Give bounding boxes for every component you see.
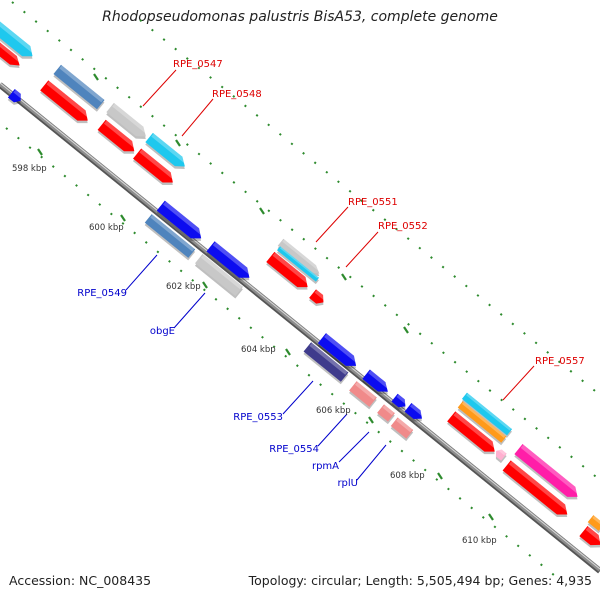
gene-blue-3 — [317, 333, 360, 369]
major-tick — [403, 326, 409, 334]
label-rpe-0552-leader — [345, 231, 379, 268]
major-tick — [93, 73, 99, 81]
major-tick — [175, 139, 181, 147]
gene-cyan-top — [0, 14, 36, 59]
gene-blue-small — [7, 88, 24, 105]
scale-label: 608 kbp — [390, 471, 425, 481]
label-rpe-0557-leader — [502, 365, 535, 401]
major-tick — [120, 214, 126, 222]
label-rpe-0549: RPE_0549 — [77, 288, 127, 299]
gene-rpe-0557 — [461, 392, 513, 438]
label-rpe-0554-leader — [317, 413, 348, 447]
label-rpe-0557: RPE_0557 — [535, 356, 585, 367]
label-obge: obgE — [150, 326, 175, 337]
gene-label-callouts: RPE_0547RPE_0548RPE_0551RPE_0552RPE_0557… — [77, 59, 585, 489]
scale-label: 604 kbp — [241, 345, 276, 355]
gene-blue-2 — [206, 241, 253, 281]
label-rpma-leader — [338, 431, 370, 463]
gene-cyan-mid — [276, 246, 320, 285]
gene-red-top — [0, 42, 23, 68]
scale-label: 610 kbp — [462, 536, 497, 546]
gene-rpe-0554 — [349, 381, 377, 410]
label-rpe-0553-leader — [282, 380, 314, 415]
tick-row-inner — [5, 127, 561, 581]
genome-summary-text: Topology: circular; Length: 5,505,494 bp… — [248, 573, 592, 588]
label-obge-leader — [173, 292, 206, 329]
label-rplu-leader — [356, 444, 387, 481]
gene-blue-6 — [404, 403, 425, 422]
major-tick — [488, 513, 494, 521]
scale-label: 598 kbp — [12, 164, 47, 174]
major-tick — [368, 416, 374, 424]
gene-rplu — [390, 417, 414, 442]
scale-label: 602 kbp — [166, 282, 201, 292]
major-tick — [437, 472, 443, 480]
gene-steelblue-1 — [53, 64, 105, 112]
label-rpe-0547: RPE_0547 — [173, 59, 223, 70]
scale-label: 600 kbp — [89, 223, 124, 233]
major-tick — [259, 207, 265, 215]
gene-blue-5 — [391, 393, 408, 410]
gene-rpe-0551 — [277, 238, 322, 277]
major-tick — [37, 148, 43, 156]
gene-blue-4 — [362, 369, 391, 395]
gene-rpma — [377, 404, 395, 425]
map-title: Rhodopseudomonas palustris BisA53, compl… — [102, 9, 498, 25]
gene-pink — [495, 447, 507, 464]
gene-obge — [194, 253, 243, 299]
gene-red-br-2 — [502, 460, 571, 518]
gene-orange-edge — [587, 515, 600, 534]
scale-labels: 598 kbp 600 kbp 602 kbp 604 kbp 606 kbp 608 k… — [12, 164, 497, 546]
label-rplu: rplU — [337, 478, 358, 489]
gene-rpe-0547 — [106, 102, 149, 139]
gene-red-mid — [266, 251, 311, 290]
scale-label: 606 kbp — [316, 406, 351, 416]
gene-orange — [457, 401, 507, 446]
major-tick — [202, 281, 208, 289]
gene-rpe-0553 — [303, 342, 349, 385]
label-rpe-0547-leader — [142, 69, 177, 107]
major-tick — [285, 348, 291, 356]
gene-rpe-0552 — [309, 289, 327, 307]
label-rpe-0554: RPE_0554 — [269, 444, 319, 455]
gene-red-br-1 — [447, 411, 499, 455]
label-rpe-0551-leader — [315, 206, 349, 243]
gene-red-3 — [132, 148, 177, 185]
label-rpe-0551: RPE_0551 — [348, 197, 398, 208]
gene-rpe-0549 — [144, 214, 196, 261]
gene-blue-1 — [156, 200, 205, 241]
backbone-line — [0, 82, 600, 572]
gene-red-2 — [97, 119, 138, 154]
tick-marks — [5, 1, 600, 581]
genome-backbone — [0, 82, 600, 574]
label-rpe-0553: RPE_0553 — [233, 412, 283, 423]
gene-red-1 — [40, 80, 92, 124]
gene-red-edge — [579, 526, 600, 548]
accession-text: Accession: NC_008435 — [9, 573, 152, 588]
gene-magenta — [514, 444, 581, 500]
backbone-highlight — [0, 82, 600, 570]
gene-rpe-0548 — [145, 132, 188, 169]
tick-row-outer — [11, 1, 600, 481]
label-rpe-0548-leader — [181, 98, 214, 137]
label-rpe-0548: RPE_0548 — [212, 89, 262, 100]
label-rpe-0552: RPE_0552 — [378, 221, 428, 232]
label-rpe-0549-leader — [125, 254, 158, 291]
gene-features — [0, 14, 600, 548]
major-tick — [341, 273, 347, 281]
label-rpma: rpmA — [312, 461, 339, 472]
